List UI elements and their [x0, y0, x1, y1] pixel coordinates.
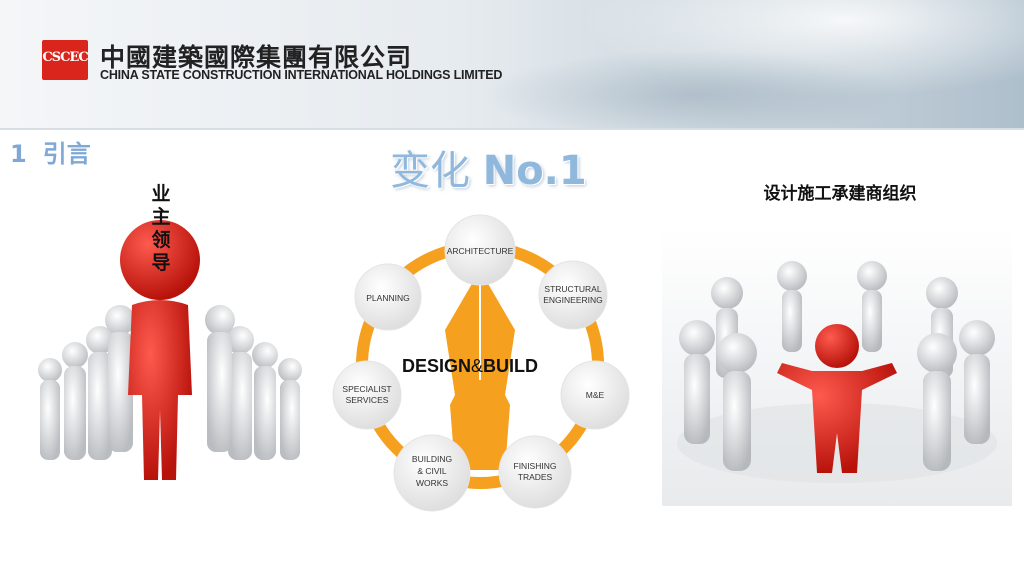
contractor-organization-label: 设计施工承建商组织	[763, 184, 917, 204]
team-circle-graphic	[677, 261, 997, 483]
slide-title-no: No.1	[482, 148, 587, 194]
svg-text:WORKS: WORKS	[416, 478, 448, 488]
petal-building-civil-works: BUILDING & CIVIL WORKS	[393, 434, 471, 512]
header-banner: CSCEC 中國建築國際集團有限公司 CHINA STATE CONSTRUCT…	[0, 0, 1024, 130]
team-white-figures	[679, 261, 995, 471]
leader-crowd-illustration	[38, 220, 302, 480]
team-circle-illustration	[662, 228, 1012, 506]
leader-red-figure	[120, 220, 200, 480]
header-divider	[0, 128, 1024, 130]
svg-text:STRUCTURAL: STRUCTURAL	[544, 284, 601, 294]
design-build-label: DESIGN&BUILD	[402, 356, 538, 376]
petal-planning: PLANNING	[354, 263, 422, 331]
owner-leadership-label: 业主领导	[151, 183, 171, 274]
petal-finishing-trades: FINISHING TRADES	[498, 435, 572, 509]
petal-me: M&E	[560, 360, 630, 430]
svg-text:M&E: M&E	[586, 390, 605, 400]
slide-title-cn: 变化	[390, 148, 470, 194]
svg-text:FINISHING: FINISHING	[514, 461, 557, 471]
svg-text:BUILDING: BUILDING	[412, 454, 452, 464]
svg-text:SERVICES: SERVICES	[346, 395, 389, 405]
company-name-en: CHINA STATE CONSTRUCTION INTERNATIONAL H…	[100, 68, 503, 82]
section-heading: 1 引言	[10, 134, 91, 169]
design-build-diagram: ARCHITECTURE PLANNING STRUCTURAL ENGINEE…	[332, 214, 630, 512]
team-red-leader-figure	[777, 324, 897, 473]
crowd-figures	[38, 305, 302, 460]
petal-specialist-services: SPECIALIST SERVICES	[332, 360, 402, 430]
section-title: 引言	[42, 140, 91, 168]
section-number: 1	[10, 140, 27, 168]
company-name-cn: 中國建築國際集團有限公司	[100, 43, 413, 72]
svg-text:& CIVIL: & CIVIL	[417, 466, 447, 476]
svg-text:ENGINEERING: ENGINEERING	[543, 295, 603, 305]
petal-architecture: ARCHITECTURE	[444, 214, 516, 286]
svg-text:PLANNING: PLANNING	[366, 293, 409, 303]
petal-structural-engineering: STRUCTURAL ENGINEERING	[538, 260, 608, 330]
company-logo: CSCEC	[42, 40, 89, 80]
slide-title: 变化 No.1	[390, 138, 587, 196]
svg-text:TRADES: TRADES	[518, 472, 553, 482]
header-brush-decoration-2	[484, 50, 904, 130]
svg-text:ARCHITECTURE: ARCHITECTURE	[447, 246, 514, 256]
svg-text:SPECIALIST: SPECIALIST	[342, 384, 391, 394]
